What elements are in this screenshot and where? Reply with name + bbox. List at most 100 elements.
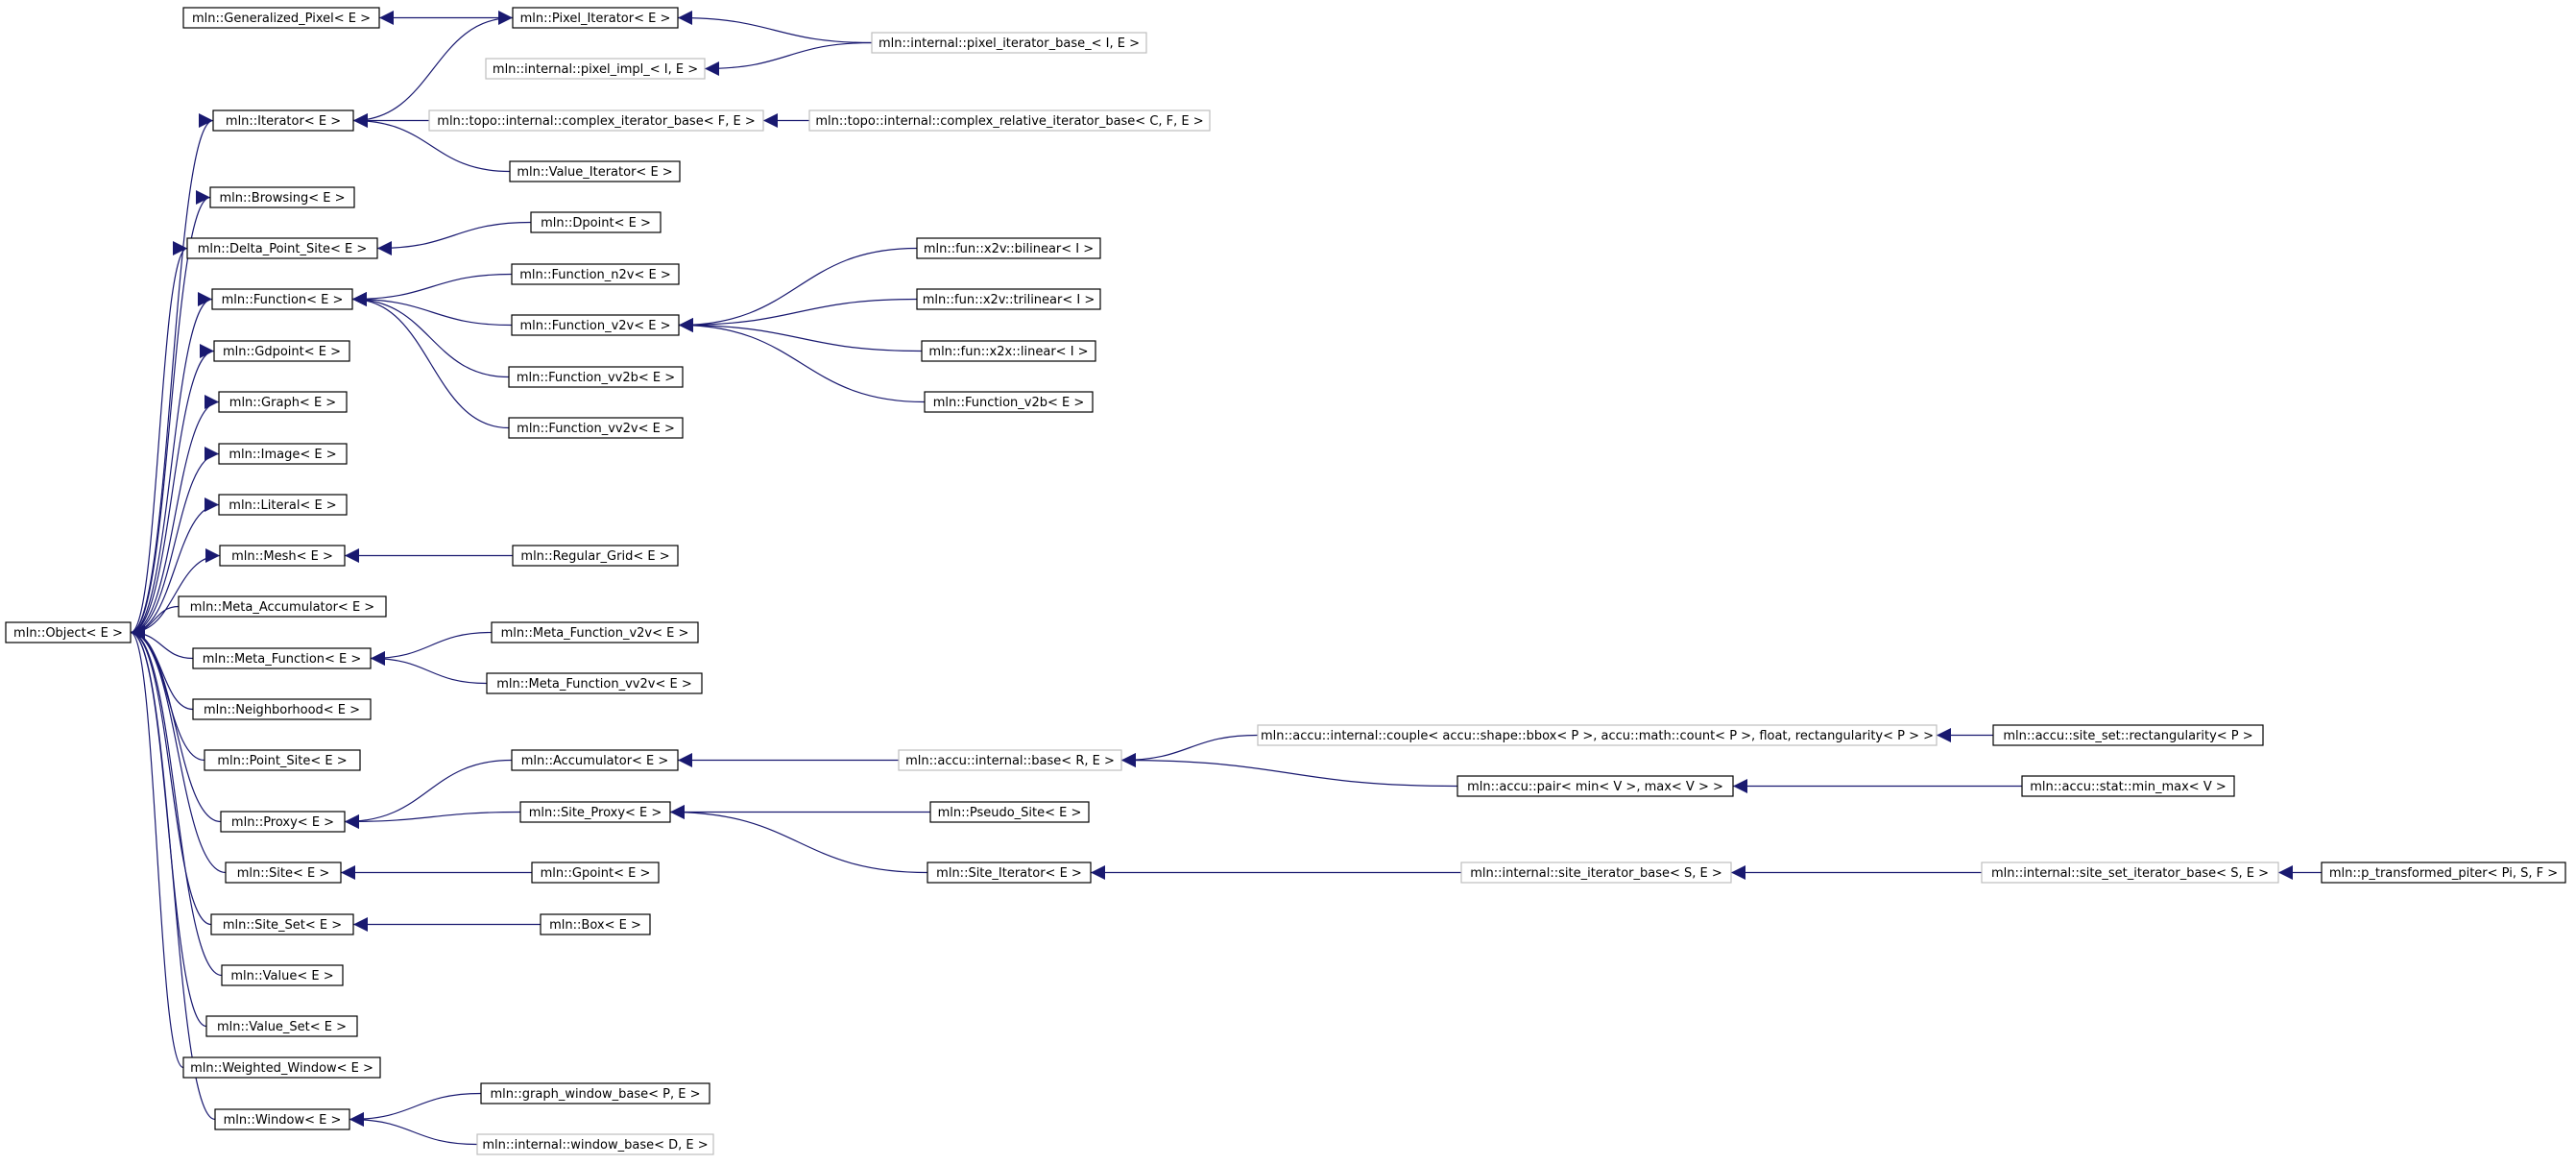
class-node-gdpoint[interactable]: mln::Gdpoint< E > <box>213 340 350 362</box>
class-box <box>225 862 342 884</box>
class-label: mln::Generalized_Pixel< E > <box>192 12 371 26</box>
class-node-meta-function[interactable]: mln::Meta_Function< E > <box>192 647 372 669</box>
edge-accu-pair-to-accu-internal-base <box>1120 753 1458 788</box>
class-node-object[interactable]: mln::Object< E > <box>5 621 132 643</box>
class-label: mln::internal::site_iterator_base< S, E … <box>1470 866 1722 881</box>
edge-site-iterator-to-site-proxy <box>669 805 928 874</box>
class-label: mln::accu::internal::base< R, E > <box>905 754 1115 768</box>
class-node-box[interactable]: mln::Box< E > <box>540 913 651 935</box>
class-box <box>5 621 132 643</box>
class-node-rectangularity[interactable]: mln::accu::site_set::rectangularity< P > <box>1992 724 2264 746</box>
class-node-meta-function-vv2v[interactable]: mln::Meta_Function_vv2v< E > <box>486 672 703 694</box>
edge-accu-couple-to-accu-internal-base <box>1120 734 1259 767</box>
class-node-bilinear[interactable]: mln::fun::x2v::bilinear< I > <box>916 237 1101 259</box>
class-node-weighted-window[interactable]: mln::Weighted_Window< E > <box>182 1056 381 1079</box>
class-box <box>808 109 1211 132</box>
class-node-pixel-iterator[interactable]: mln::Pixel_Iterator< E > <box>512 7 679 29</box>
class-label: mln::Function_vv2v< E > <box>517 422 675 436</box>
class-node-accu-internal-base[interactable]: mln::accu::internal::base< R, E > <box>898 749 1122 771</box>
class-label: mln::internal::pixel_impl_< I, E > <box>493 62 698 77</box>
class-label: mln::topo::internal::complex_relative_it… <box>815 114 1203 129</box>
class-label: mln::Function_v2b< E > <box>933 396 1085 410</box>
class-label: mln::accu::pair< min< V >, max< V > > <box>1467 780 1723 794</box>
class-node-iterator[interactable]: mln::Iterator< E > <box>212 109 354 132</box>
class-box <box>508 417 684 439</box>
class-node-accumulator[interactable]: mln::Accumulator< E > <box>511 749 679 771</box>
class-nodes: mln::Generalized_Pixel< E > mln::Pixel_It… <box>5 7 2566 1155</box>
class-node-value[interactable]: mln::Value< E > <box>221 964 344 986</box>
edge-value-to-object <box>130 625 223 977</box>
class-node-proxy[interactable]: mln::Proxy< E > <box>220 811 346 833</box>
class-node-function[interactable]: mln::Function< E > <box>211 288 353 310</box>
class-label: mln::Object< E > <box>13 626 123 641</box>
edge-iterator-to-pixel-iterator <box>352 11 514 122</box>
class-node-accu-pair[interactable]: mln::accu::pair< min< V >, max< V > > <box>1457 775 1734 797</box>
class-label: mln::graph_window_base< P, E > <box>490 1087 700 1102</box>
class-node-literal[interactable]: mln::Literal< E > <box>218 494 348 516</box>
class-node-value-iterator[interactable]: mln::Value_Iterator< E > <box>509 160 681 182</box>
class-node-delta-point-site[interactable]: mln::Delta_Point_Site< E > <box>186 237 378 259</box>
class-label: mln::Function< E > <box>222 293 344 307</box>
class-node-browsing[interactable]: mln::Browsing< E > <box>209 186 355 208</box>
edge-object-to-function <box>130 292 213 634</box>
class-node-site-iterator[interactable]: mln::Site_Iterator< E > <box>927 862 1092 884</box>
class-box <box>871 32 1147 54</box>
class-label: mln::Box< E > <box>549 918 641 933</box>
class-node-site-set-iterator-base[interactable]: mln::internal::site_set_iterator_base< S… <box>1981 862 2279 884</box>
class-node-pseudo-site[interactable]: mln::Pseudo_Site< E > <box>929 801 1090 823</box>
class-node-site[interactable]: mln::Site< E > <box>225 862 342 884</box>
class-node-pixel-iterator-base[interactable]: mln::internal::pixel_iterator_base_< I, … <box>871 32 1147 54</box>
class-node-mesh[interactable]: mln::Mesh< E > <box>219 545 346 567</box>
class-node-trilinear[interactable]: mln::fun::x2v::trilinear< I > <box>916 288 1101 310</box>
class-node-function-v2v[interactable]: mln::Function_v2v< E > <box>511 314 680 336</box>
class-node-window-base[interactable]: mln::internal::window_base< D, E > <box>476 1133 714 1155</box>
class-node-meta-accumulator[interactable]: mln::Meta_Accumulator< E > <box>178 595 387 618</box>
class-label: mln::Proxy< E > <box>231 815 334 830</box>
class-node-graph[interactable]: mln::Graph< E > <box>218 391 348 413</box>
class-node-function-v2b[interactable]: mln::Function_v2b< E > <box>924 391 1094 413</box>
class-box <box>186 237 378 259</box>
class-node-generalized-pixel[interactable]: mln::Generalized_Pixel< E > <box>182 7 380 29</box>
class-node-x2x-linear[interactable]: mln::fun::x2x::linear< I > <box>921 340 1096 362</box>
class-box <box>476 1133 714 1155</box>
class-node-pixel-impl[interactable]: mln::internal::pixel_impl_< I, E > <box>485 58 706 80</box>
class-node-function-n2v[interactable]: mln::Function_n2v< E > <box>511 263 680 285</box>
class-label: mln::Function_n2v< E > <box>519 268 671 282</box>
class-label: mln::fun::x2v::bilinear< I > <box>924 242 1094 256</box>
class-box <box>486 672 703 694</box>
class-box <box>218 443 348 465</box>
class-label: mln::Pixel_Iterator< E > <box>520 12 671 26</box>
class-node-complex-relative-iterator-base[interactable]: mln::topo::internal::complex_relative_it… <box>808 109 1211 132</box>
class-node-site-proxy[interactable]: mln::Site_Proxy< E > <box>519 801 671 823</box>
class-node-accu-couple[interactable]: mln::accu::internal::couple< accu::shape… <box>1257 724 1938 746</box>
class-node-p-transformed-piter[interactable]: mln::p_transformed_piter< Pi, S, F > <box>2321 862 2566 884</box>
class-label: mln::Browsing< E > <box>220 191 346 206</box>
class-box <box>220 811 346 833</box>
class-node-meta-function-v2v[interactable]: mln::Meta_Function_v2v< E > <box>491 621 699 643</box>
class-box <box>178 595 387 618</box>
class-node-min-max[interactable]: mln::accu::stat::min_max< V > <box>2021 775 2235 797</box>
class-label: mln::Site_Iterator< E > <box>936 866 1082 881</box>
class-node-gpoint[interactable]: mln::Gpoint< E > <box>531 862 660 884</box>
class-node-function-vv2v[interactable]: mln::Function_vv2v< E > <box>508 417 684 439</box>
class-node-point-site[interactable]: mln::Point_Site< E > <box>204 749 361 771</box>
class-node-site-iterator-base[interactable]: mln::internal::site_iterator_base< S, E … <box>1460 862 1732 884</box>
class-node-dpoint[interactable]: mln::Dpoint< E > <box>530 211 662 233</box>
class-label: mln::Site< E > <box>237 866 330 881</box>
class-box <box>221 964 344 986</box>
class-node-regular-grid[interactable]: mln::Regular_Grid< E > <box>512 545 679 567</box>
class-label: mln::internal::site_set_iterator_base< S… <box>1991 866 2269 881</box>
class-node-image[interactable]: mln::Image< E > <box>218 443 348 465</box>
class-node-neighborhood[interactable]: mln::Neighborhood< E > <box>192 698 372 720</box>
class-node-graph-window-base[interactable]: mln::graph_window_base< P, E > <box>480 1082 710 1104</box>
class-box <box>916 237 1101 259</box>
class-label: mln::Meta_Function_v2v< E > <box>501 626 689 641</box>
class-node-function-vv2b[interactable]: mln::Function_vv2b< E > <box>508 366 684 388</box>
class-node-complex-iterator-base[interactable]: mln::topo::internal::complex_iterator_ba… <box>428 109 764 132</box>
class-node-site-set[interactable]: mln::Site_Set< E > <box>210 913 354 935</box>
class-node-window[interactable]: mln::Window< E > <box>214 1108 350 1130</box>
class-box <box>182 7 380 29</box>
class-node-value-set[interactable]: mln::Value_Set< E > <box>205 1015 358 1037</box>
class-box <box>213 340 350 362</box>
